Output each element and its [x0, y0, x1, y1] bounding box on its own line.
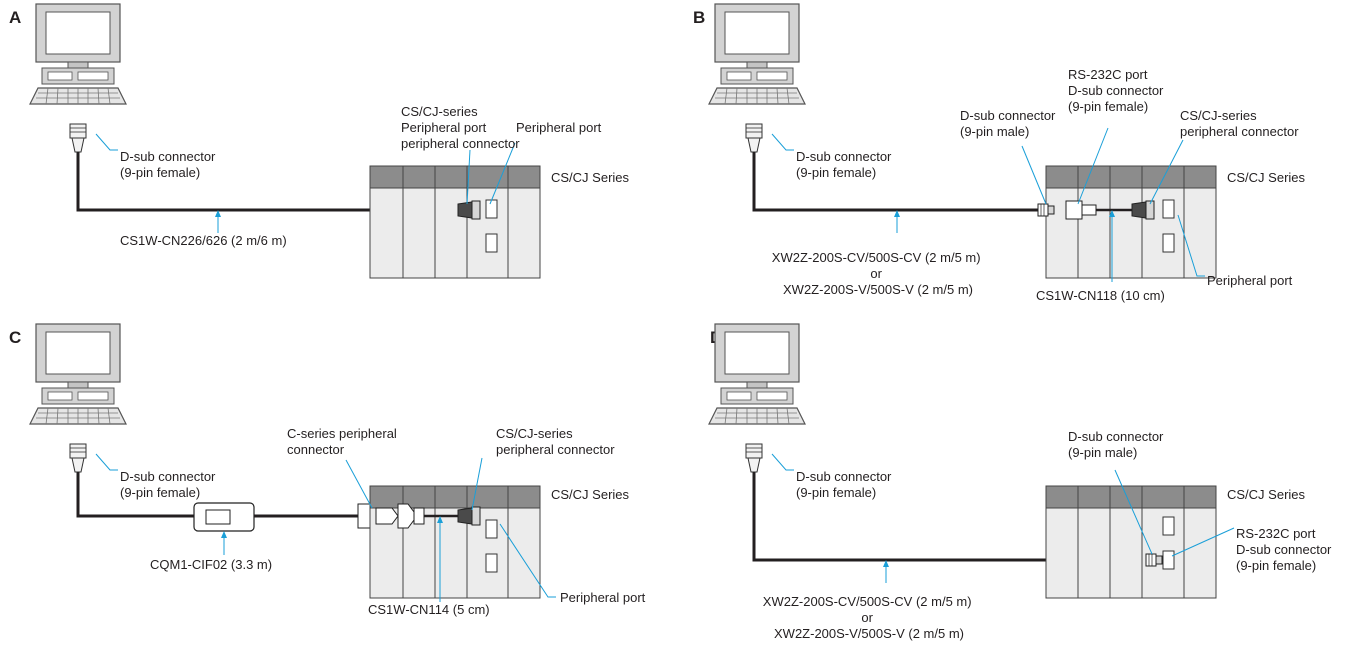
rs232-adapter-icon: [1065, 200, 1097, 220]
cable-b: [752, 152, 1038, 212]
label-a-pc-connector: D-sub connector (9-pin female): [120, 149, 219, 180]
plc-unit-b: [1045, 165, 1217, 279]
leader-c-port: [499, 523, 556, 598]
label-d-pc-connector: D-sub connector (9-pin female): [796, 469, 895, 500]
label-c-adapter: CS/CJ-series peripheral connector: [496, 426, 615, 457]
cable-c-pc: [76, 472, 194, 518]
leader-c-adapter: [471, 457, 483, 511]
label-a-cable: CS1W-CN226/626 (2 m/6 m): [120, 233, 287, 248]
leader-b-port: [1177, 214, 1205, 277]
peripheral-plug-icon: [457, 506, 481, 526]
label-b-adapter: CS/CJ-series peripheral connector: [1180, 108, 1299, 139]
leader-c-cseries: [345, 459, 373, 509]
leader-b-adapter: [1149, 139, 1184, 205]
label-b-cable: XW2Z-200S-CV/500S-CV (2 m/5 m) or XW2Z-2…: [772, 250, 984, 297]
plc-unit-a: [369, 165, 541, 279]
computer-icon: [708, 3, 806, 105]
pc-dsub-connector-icon: [69, 123, 87, 153]
label-a-series: CS/CJ Series: [551, 170, 630, 185]
panel-b: D-sub connector (9-pin female) D-sub con…: [708, 3, 1306, 303]
male-dsub-plug-icon: [1145, 553, 1163, 567]
leader-d-pc: [771, 453, 794, 471]
converter-box-icon: [193, 502, 255, 532]
male-dsub-plug-icon: [1037, 203, 1055, 217]
pc-dsub-connector-icon: [745, 123, 763, 153]
computer-icon: [29, 3, 127, 105]
panel-d: D-sub connector (9-pin female) D-sub con…: [708, 323, 1335, 641]
label-b-short-cable: CS1W-CN118 (10 cm): [1036, 288, 1165, 303]
cable-d: [752, 472, 1146, 562]
label-d-cable: XW2Z-200S-CV/500S-CV (2 m/5 m) or XW2Z-2…: [763, 594, 975, 641]
leader-d-rs232: [1171, 527, 1235, 557]
label-c-converter: CQM1-CIF02 (3.3 m): [150, 557, 272, 572]
label-b-port: Peripheral port: [1207, 273, 1293, 288]
pc-dsub-connector-icon: [745, 443, 763, 473]
panel-c: D-sub connector (9-pin female) C-series …: [29, 323, 646, 617]
panel-letter-c: C: [9, 328, 21, 347]
leader-b-rs232: [1077, 127, 1109, 205]
panel-letter-a: A: [9, 8, 21, 27]
leader-a-port: [489, 142, 516, 205]
label-c-cseries: C-series peripheral connector: [287, 426, 400, 457]
label-c-port: Peripheral port: [560, 590, 646, 605]
label-d-series: CS/CJ Series: [1227, 487, 1306, 502]
cable-a: [76, 152, 458, 212]
c-series-connector-front: [375, 503, 425, 529]
panel-letter-b: B: [693, 8, 705, 27]
label-d-male-connector: D-sub connector (9-pin male): [1068, 429, 1167, 460]
leader-d-male: [1114, 469, 1153, 555]
leader-b-pc: [771, 133, 794, 151]
label-a-adapter: CS/CJ-series Peripheral port peripheral …: [401, 104, 520, 151]
label-d-rs232: RS-232C port D-sub connector (9-pin fema…: [1236, 526, 1335, 573]
plc-unit-c: [369, 485, 541, 599]
peripheral-plug-icon: [457, 200, 481, 220]
label-c-pc-connector: D-sub connector (9-pin female): [120, 469, 219, 500]
leader-a-adapter: [466, 149, 471, 205]
computer-icon: [29, 323, 127, 425]
label-b-rs232: RS-232C port D-sub connector (9-pin fema…: [1068, 67, 1167, 114]
label-b-series: CS/CJ Series: [1227, 170, 1306, 185]
label-b-male-connector: D-sub connector (9-pin male): [960, 108, 1059, 139]
label-c-short-cable: CS1W-CN114 (5 cm): [368, 602, 490, 617]
label-a-port: Peripheral port: [516, 120, 602, 135]
panel-a: D-sub connector (9-pin female) CS/CJ-ser…: [29, 3, 630, 279]
plc-unit-d: [1045, 485, 1217, 599]
leader-b-male: [1021, 145, 1047, 205]
leader-c-pc: [95, 453, 118, 471]
computer-icon: [708, 323, 806, 425]
leader-a-pc: [95, 133, 118, 151]
label-b-pc-connector: D-sub connector (9-pin female): [796, 149, 895, 180]
pc-dsub-connector-icon: [69, 443, 87, 473]
label-c-series: CS/CJ Series: [551, 487, 630, 502]
